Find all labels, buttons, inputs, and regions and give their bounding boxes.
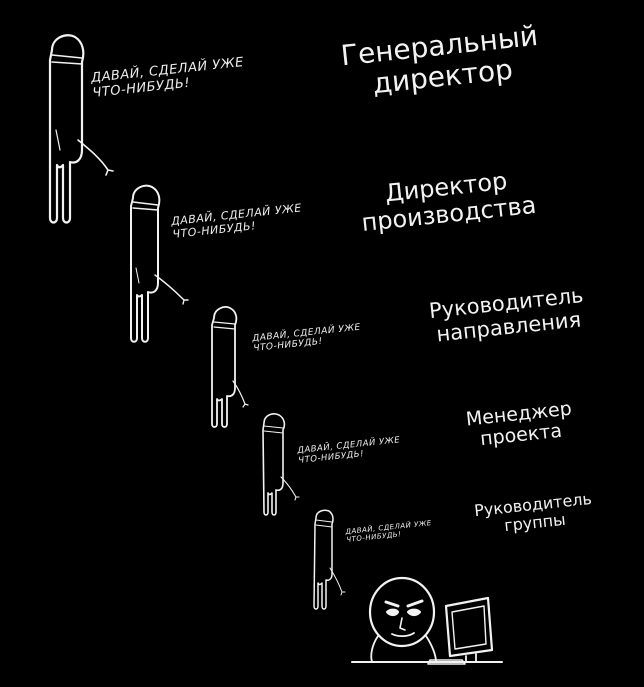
stick-figure-icon: [48, 34, 114, 224]
stick-figure-icon: [313, 509, 346, 610]
stick-figure-icon: [211, 306, 249, 428]
stick-figure-icon: [262, 413, 300, 516]
keyboard-icon: [427, 659, 466, 665]
computer-monitor-icon: [444, 596, 494, 663]
annoyed-worker-icon: [351, 576, 503, 663]
stick-figure-icon: [130, 184, 189, 343]
